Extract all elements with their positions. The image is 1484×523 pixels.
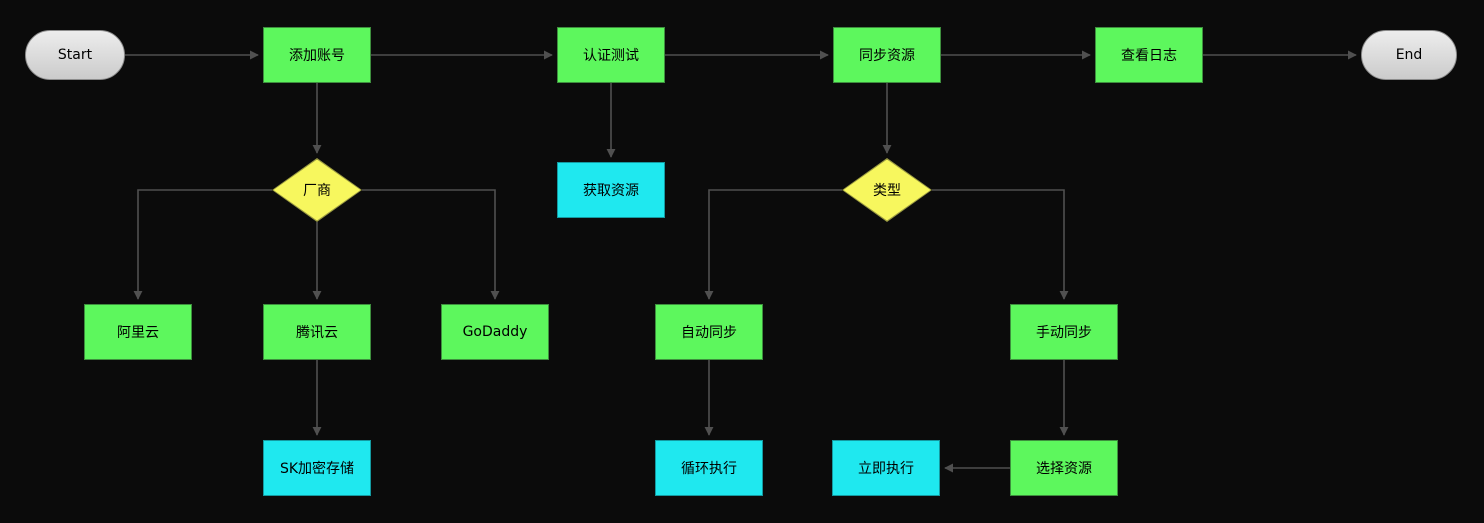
node-sync-resource[interactable]: 同步资源: [833, 27, 941, 83]
node-loop-exec[interactable]: 循环执行: [655, 440, 763, 496]
node-loop-exec-label: 循环执行: [681, 461, 737, 477]
node-godaddy[interactable]: GoDaddy: [441, 304, 549, 360]
node-type-decision[interactable]: 类型: [842, 158, 932, 222]
node-auth-test-label: 认证测试: [583, 48, 639, 64]
node-add-account-label: 添加账号: [289, 48, 345, 64]
connector-type-to-auto-sync: [704, 189, 842, 300]
node-end-label: End: [1395, 47, 1423, 63]
node-auto-sync-label: 自动同步: [681, 325, 737, 341]
node-manual-sync-label: 手动同步: [1036, 325, 1092, 341]
node-choose-resource-label: 选择资源: [1036, 461, 1092, 477]
node-aliyun[interactable]: 阿里云: [84, 304, 192, 360]
node-sk-store-label: SK加密存储: [279, 461, 355, 477]
type-diamond-fill: [843, 159, 931, 221]
node-now-exec[interactable]: 立即执行: [832, 440, 940, 496]
node-now-exec-label: 立即执行: [858, 461, 914, 477]
connector-vendor-to-godaddy: [362, 189, 500, 300]
vendor-diamond-fill: [273, 159, 361, 221]
node-auto-sync[interactable]: 自动同步: [655, 304, 763, 360]
node-manual-sync[interactable]: 手动同步: [1010, 304, 1118, 360]
node-aliyun-label: 阿里云: [117, 325, 159, 341]
node-godaddy-label: GoDaddy: [462, 324, 528, 340]
node-start[interactable]: Start: [25, 30, 125, 80]
node-get-resource[interactable]: 获取资源: [557, 162, 665, 218]
node-sync-resource-label: 同步资源: [859, 48, 915, 64]
node-view-log[interactable]: 查看日志: [1095, 27, 1203, 83]
node-sk-store[interactable]: SK加密存储: [263, 440, 371, 496]
node-tencent[interactable]: 腾讯云: [263, 304, 371, 360]
node-tencent-label: 腾讯云: [296, 325, 338, 341]
node-start-label: Start: [57, 47, 93, 63]
node-get-resource-label: 获取资源: [583, 183, 639, 199]
node-add-account[interactable]: 添加账号: [263, 27, 371, 83]
connector-type-to-manual-sync: [932, 189, 1069, 300]
node-vendor-decision[interactable]: 厂商: [272, 158, 362, 222]
node-auth-test[interactable]: 认证测试: [557, 27, 665, 83]
connector-vendor-to-aliyun: [133, 189, 272, 300]
node-end[interactable]: End: [1361, 30, 1457, 80]
node-view-log-label: 查看日志: [1121, 48, 1177, 64]
node-choose-resource[interactable]: 选择资源: [1010, 440, 1118, 496]
